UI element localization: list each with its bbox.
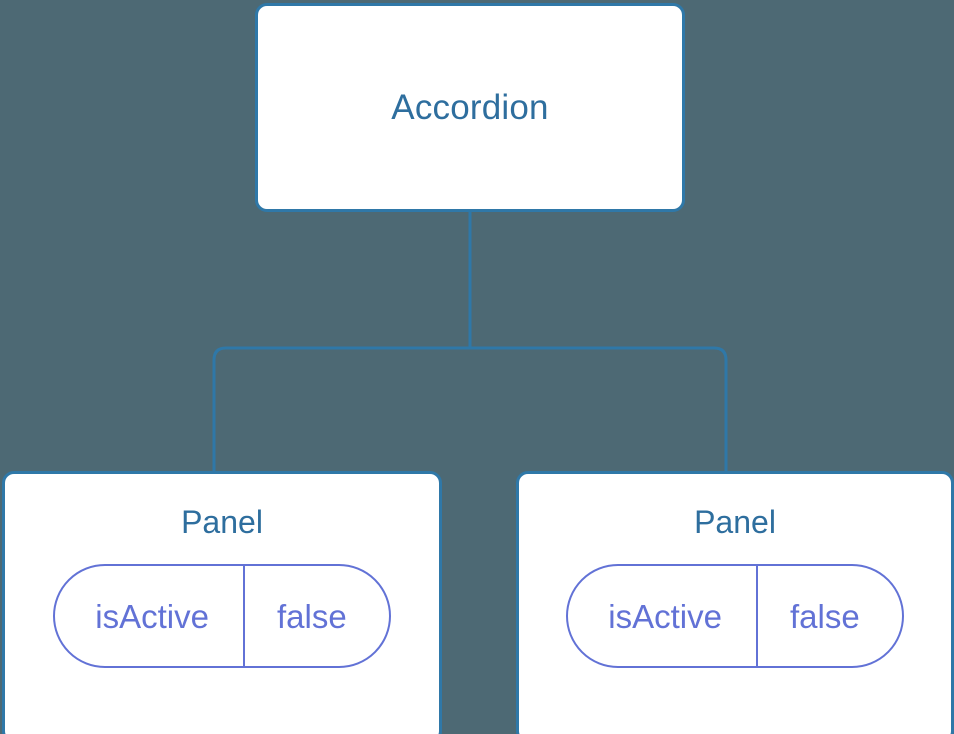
node-panel-right[interactable]: Panel isActive false (516, 471, 954, 734)
state-value: false (242, 566, 389, 666)
connector-branch-left (212, 346, 470, 472)
state-key: isActive (608, 597, 722, 635)
connector-branch-right (470, 346, 728, 472)
state-pill: isActive false (53, 564, 391, 668)
node-title: Panel (181, 504, 263, 540)
node-title: Accordion (391, 88, 549, 127)
node-title: Panel (694, 504, 776, 540)
state-pill: isActive false (566, 564, 904, 668)
node-panel-left[interactable]: Panel isActive false (2, 471, 442, 734)
state-key: isActive (95, 597, 209, 635)
state-value: false (755, 566, 902, 666)
node-accordion[interactable]: Accordion (255, 3, 685, 212)
